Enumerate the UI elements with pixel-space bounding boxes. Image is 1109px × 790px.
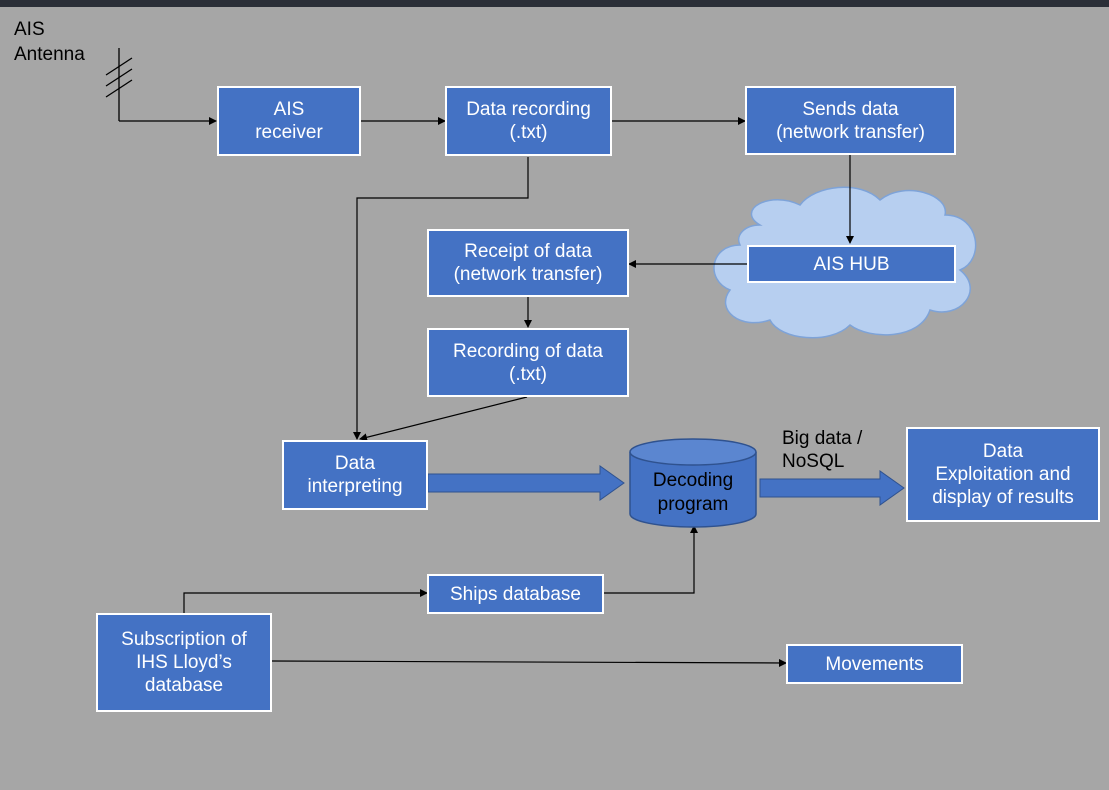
node-data-interpreting-line2: interpreting [307, 476, 403, 497]
antenna-icon [105, 48, 133, 121]
connector-subscription-to-ships-db [183, 589, 428, 613]
node-recording-of-data-line2: (.txt) [509, 363, 547, 385]
node-decoding-program-line1: Decoding [652, 470, 734, 491]
database-cylinder-icon [629, 438, 757, 528]
node-sends-data-line1: Sends data [802, 98, 899, 120]
node-data-recording[interactable]: Data recording (.txt) [445, 86, 612, 156]
connector-ships-db-to-decoding [604, 525, 698, 594]
node-recording-of-data-line1: Recording of data [453, 340, 603, 362]
edge-label-big-data: Big data / NoSQL [782, 427, 862, 473]
node-receipt-of-data-line1: Receipt of data [464, 241, 592, 262]
node-data-exploitation-line1: Data [982, 441, 1024, 462]
node-receipt-of-data[interactable]: Receipt of data (network transfer) [427, 229, 629, 297]
antenna-label-line2: Antenna [14, 44, 85, 65]
node-ais-hub[interactable]: AIS HUB [747, 245, 956, 283]
node-data-interpreting[interactable]: Data interpreting [282, 440, 428, 510]
edge-label-big-data-line2: NoSQL [782, 451, 845, 472]
connector-recording-to-interpreting [353, 157, 529, 440]
node-data-interpreting-line1: Data [334, 453, 376, 474]
node-data-exploitation-line3: display of results [932, 487, 1074, 508]
node-data-recording-line2: (.txt) [509, 122, 548, 143]
node-recording-of-data[interactable]: Recording of data (.txt) [427, 328, 629, 397]
node-data-recording-line1: Data recording [466, 99, 591, 120]
node-ais-receiver-line1: AIS [273, 99, 305, 120]
node-ais-receiver[interactable]: AIS receiver [217, 86, 361, 156]
node-decoding-program[interactable]: Decoding program [630, 469, 756, 517]
antenna-label-line1: AIS [14, 19, 45, 40]
connector-subscription-to-movements [271, 658, 787, 667]
node-ships-database-line1: Ships database [450, 583, 581, 605]
node-data-exploitation-line2: Exploitation and [935, 464, 1071, 485]
antenna-label: AIS Antenna [14, 17, 85, 67]
node-sends-data[interactable]: Sends data (network transfer) [745, 86, 956, 155]
node-data-exploitation[interactable]: Data Exploitation and display of results [906, 427, 1100, 522]
connector-recording-of-data-to-interpreting [359, 396, 528, 442]
node-movements-line1: Movements [825, 653, 924, 675]
node-movements[interactable]: Movements [786, 644, 963, 684]
window-top-bar [0, 0, 1109, 7]
node-subscription-line1: Subscription of [121, 629, 247, 650]
node-receipt-of-data-line2: (network transfer) [453, 264, 603, 285]
edge-label-big-data-line1: Big data / [782, 428, 863, 449]
node-decoding-program-line2: program [657, 494, 729, 515]
node-sends-data-line2: (network transfer) [776, 121, 925, 143]
node-subscription-line2: IHS Lloyd’s [136, 652, 232, 673]
block-arrow-interpreting-to-decoding [427, 465, 625, 501]
node-ships-database[interactable]: Ships database [427, 574, 604, 614]
node-subscription-line3: database [144, 675, 224, 696]
node-subscription[interactable]: Subscription of IHS Lloyd’s database [96, 613, 272, 712]
node-ais-receiver-line2: receiver [255, 122, 323, 143]
node-ais-hub-line1: AIS HUB [813, 253, 890, 275]
block-arrow-decoding-to-exploitation [759, 470, 905, 506]
